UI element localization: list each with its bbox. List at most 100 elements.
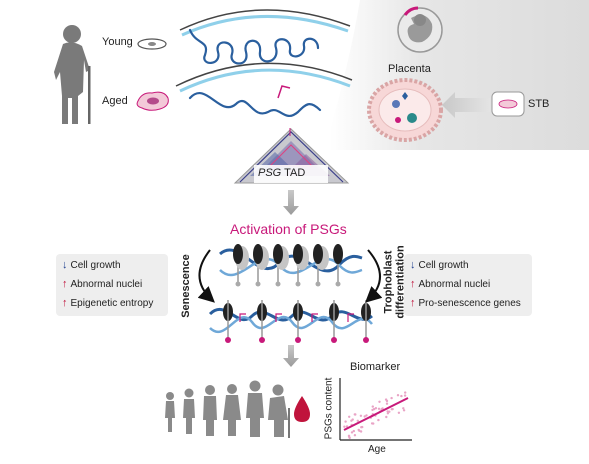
scatter-point	[350, 431, 354, 434]
differentiation-curved-arrow	[365, 249, 383, 303]
senescence-item-1-text: Cell growth	[70, 260, 121, 271]
young-chromatin-illustration	[179, 9, 351, 65]
placenta-villus-illustration	[367, 78, 443, 142]
adult-man-icon	[246, 380, 264, 437]
scatter-point	[402, 409, 406, 412]
senescence-item-1: ↓Cell growth	[62, 259, 121, 271]
differentiation-item-1-text: Cell growth	[418, 260, 469, 271]
biomarker-scatter-plot	[339, 378, 412, 441]
placenta-background-panel	[330, 0, 589, 150]
up-arrow-icon: ↑	[410, 278, 416, 290]
scatter-point	[377, 407, 381, 410]
senescence-effects-box	[56, 254, 168, 316]
differentiation-item-2: ↑Abnormal nuclei	[410, 278, 490, 290]
scatter-point	[390, 408, 393, 411]
scatter-point	[348, 415, 351, 418]
scatter-point	[371, 405, 374, 408]
differentiation-item-3: ↑Pro-senescence genes	[410, 297, 521, 309]
scatter-point	[402, 407, 405, 410]
scatter-point	[372, 407, 376, 411]
up-arrow-icon: ↑	[410, 297, 416, 309]
flow-arrow-bottom	[283, 345, 299, 367]
biomarker-x-axis-label: Age	[368, 444, 386, 455]
differentiation-item-1: ↓Cell growth	[410, 259, 469, 271]
scatter-point	[386, 412, 390, 415]
scatter-point	[385, 415, 388, 419]
scatter-point	[363, 415, 366, 418]
down-arrow-icon: ↓	[62, 259, 68, 271]
fetus-icon	[397, 6, 443, 53]
scatter-point	[357, 428, 360, 432]
down-arrow-icon: ↓	[410, 259, 416, 271]
scatter-point	[397, 411, 401, 414]
scatter-point	[390, 396, 393, 400]
placenta-label: Placenta	[388, 63, 431, 75]
senescence-curved-arrow	[197, 249, 215, 303]
psg-tad-label-rest: TAD	[281, 167, 306, 179]
teen-icon	[203, 385, 217, 436]
scatter-point	[372, 422, 375, 425]
scatter-point	[348, 436, 351, 440]
senescence-item-2-text: Abnormal nuclei	[70, 279, 143, 290]
aged-chromatin-illustration	[175, 62, 353, 118]
scatter-point	[351, 418, 354, 421]
scatter-point	[396, 394, 400, 397]
scatter-point	[400, 394, 403, 398]
up-arrow-icon: ↑	[62, 297, 68, 309]
scatter-point	[378, 400, 381, 403]
differentiation-side-label-line1: Trophoblast	[382, 250, 395, 314]
senescence-item-3-text: Epigenetic entropy	[70, 298, 154, 309]
elderly-person-icon	[54, 25, 91, 124]
differentiation-item-2-text: Abnormal nuclei	[418, 279, 491, 290]
scatter-point	[385, 402, 389, 405]
young-cell-icon	[137, 38, 167, 50]
young-label: Young	[102, 36, 133, 48]
stb-arrow	[442, 92, 490, 118]
aged-label: Aged	[102, 95, 128, 107]
dna-helix-array-top	[218, 244, 363, 287]
scatter-point	[359, 414, 363, 417]
scatter-point	[385, 399, 389, 403]
adult-woman-icon	[223, 384, 241, 436]
child-icon	[183, 388, 195, 434]
elderly-icon	[268, 384, 290, 438]
scatter-point	[377, 418, 380, 422]
senescence-item-2: ↑Abnormal nuclei	[62, 278, 142, 290]
scatter-point	[365, 414, 368, 417]
scatter-point	[352, 429, 355, 433]
senescence-item-3: ↑Epigenetic entropy	[62, 297, 153, 309]
senescence-side-label: Senescence	[179, 254, 192, 318]
scatter-point	[356, 419, 359, 422]
blood-drop-icon	[294, 396, 310, 422]
age-progression-figures	[165, 380, 290, 438]
child-small-icon	[165, 392, 175, 432]
scatter-point	[360, 426, 363, 429]
scatter-point	[374, 407, 378, 410]
biomarker-y-axis-label: PSGs content	[323, 377, 335, 440]
aged-cell-icon	[136, 91, 169, 111]
scatter-point	[353, 434, 357, 437]
scatter-point	[404, 391, 407, 394]
stb-label: STB	[528, 98, 550, 110]
psg-tad-heatmap	[233, 128, 350, 184]
dna-helix-array-bottom	[208, 300, 373, 343]
differentiation-effects-box	[404, 254, 532, 316]
differentiation-side-label-line2: differentiation	[394, 245, 407, 319]
up-arrow-icon: ↑	[62, 278, 68, 290]
differentiation-item-3-text: Pro-senescence genes	[418, 298, 521, 309]
biomarker-label: Biomarker	[350, 361, 401, 373]
scatter-point	[343, 425, 346, 428]
flow-arrow-top	[283, 190, 299, 215]
activation-title: Activation of PSGs	[230, 221, 347, 237]
psg-tad-label: PSG TAD	[258, 167, 305, 179]
scatter-point	[403, 394, 407, 397]
stb-cell-icon	[491, 91, 525, 117]
psg-tad-label-italic: PSG	[258, 167, 282, 179]
scatter-point	[353, 413, 356, 416]
scatter-point	[388, 410, 391, 413]
scatter-point	[344, 420, 347, 423]
scatter-point	[359, 430, 363, 433]
